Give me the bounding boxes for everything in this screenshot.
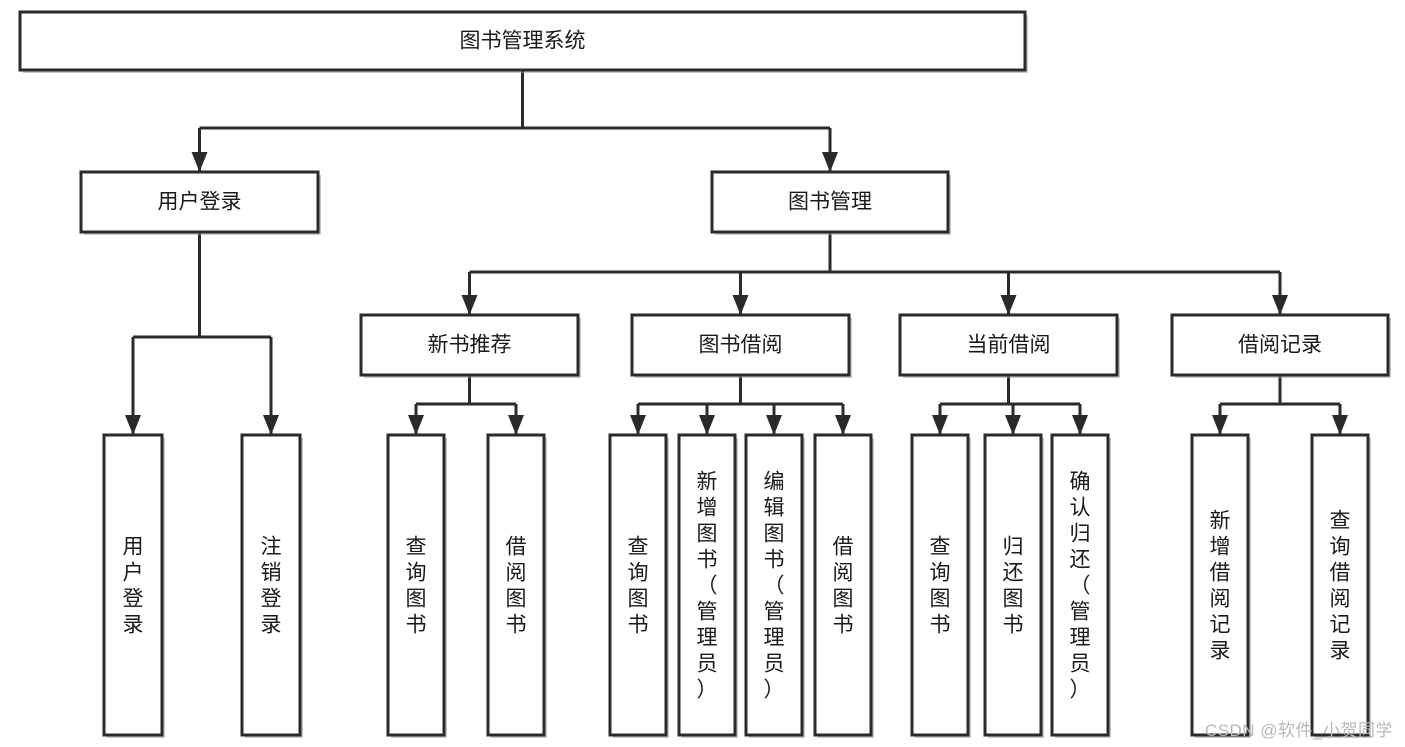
node-book-manage[interactable]: 图书管理	[710, 170, 951, 235]
arrow-head-icon	[699, 415, 715, 435]
node-label: 新书推荐	[428, 334, 512, 357]
arrow-head-icon	[1212, 415, 1228, 435]
node-leaf-return-book[interactable]: 归还图书	[983, 433, 1044, 738]
node-label: 借阅图书	[506, 535, 527, 636]
node-box[interactable]	[898, 313, 1119, 377]
node-leaf-borrow-book-1[interactable]: 借阅图书	[486, 433, 547, 738]
arrow-head-icon	[932, 415, 948, 435]
connector-lines-layer	[125, 70, 1348, 435]
node-label: 图书管理系统	[460, 30, 586, 53]
node-label: 确认归还（管理员）	[1070, 470, 1091, 701]
node-label: 用户登录	[123, 535, 144, 636]
node-user-login[interactable]: 用户登录	[79, 170, 321, 235]
node-label: 图书管理	[788, 191, 872, 214]
node-leaf-user-login[interactable]: 用户登录	[102, 433, 165, 738]
node-label: 当前借阅	[967, 334, 1051, 357]
node-leaf-query-book-1[interactable]: 查询图书	[386, 433, 447, 738]
node-label: 借阅图书	[833, 535, 854, 636]
node-leaf-confirm-return[interactable]: 确认归还（管理员）	[1050, 433, 1111, 738]
arrow-head-icon	[408, 415, 424, 435]
arrow-head-icon	[461, 295, 478, 315]
node-label: 新增图书（管理员）	[697, 470, 718, 701]
node-root-图书管理系统[interactable]: 图书管理系统	[18, 10, 1028, 73]
node-new-book-rec[interactable]: 新书推荐	[359, 313, 581, 378]
node-box[interactable]	[1170, 313, 1390, 377]
arrow-head-icon	[125, 415, 141, 435]
node-label: 查询图书	[406, 535, 427, 636]
node-box[interactable]	[1050, 433, 1110, 737]
node-box[interactable]	[102, 433, 164, 737]
node-label: 用户登录	[158, 191, 242, 214]
node-borrow-record[interactable]: 借阅记录	[1170, 313, 1391, 378]
node-label: 查询图书	[930, 535, 951, 636]
node-label: 借阅记录	[1238, 334, 1322, 357]
arrow-head-icon	[1272, 295, 1288, 315]
node-box[interactable]	[359, 313, 580, 377]
node-box[interactable]	[18, 10, 1027, 72]
node-leaf-borrow-book-2[interactable]: 借阅图书	[813, 433, 874, 738]
node-box[interactable]	[1190, 433, 1250, 737]
arrow-head-icon	[1005, 415, 1021, 435]
node-book-borrow[interactable]: 图书借阅	[630, 313, 852, 378]
node-leaf-add-record[interactable]: 新增借阅记录	[1190, 433, 1251, 738]
node-box[interactable]	[710, 170, 950, 234]
node-label: 新增借阅记录	[1210, 509, 1231, 662]
node-leaf-edit-book[interactable]: 编辑图书（管理员）	[744, 433, 805, 738]
node-label: 注销登录	[261, 535, 282, 636]
arrow-head-icon	[732, 295, 749, 315]
node-label: 图书借阅	[699, 334, 783, 357]
node-box[interactable]	[910, 433, 970, 737]
node-box[interactable]	[486, 433, 546, 737]
arrow-head-icon	[1072, 415, 1088, 435]
node-box[interactable]	[813, 433, 873, 737]
node-label: 编辑图书（管理员）	[764, 470, 785, 701]
node-current-borrow[interactable]: 当前借阅	[898, 313, 1120, 378]
arrow-head-icon	[1332, 415, 1348, 435]
node-box[interactable]	[1310, 433, 1370, 737]
arrow-head-icon	[835, 415, 851, 435]
node-box[interactable]	[79, 170, 320, 234]
node-box[interactable]	[744, 433, 804, 737]
node-leaf-query-record[interactable]: 查询借阅记录	[1310, 433, 1371, 738]
node-leaf-user-logout[interactable]: 注销登录	[240, 433, 303, 738]
arrow-head-icon	[1000, 295, 1017, 315]
node-boxes-layer: 图书管理系统用户登录图书管理新书推荐图书借阅当前借阅借阅记录用户登录注销登录查询…	[18, 10, 1391, 738]
arrow-head-icon	[263, 415, 279, 435]
node-leaf-query-book-2[interactable]: 查询图书	[608, 433, 669, 738]
arrow-head-icon	[630, 415, 646, 435]
node-box[interactable]	[630, 313, 851, 377]
node-leaf-add-book[interactable]: 新增图书（管理员）	[677, 433, 738, 738]
node-box[interactable]	[386, 433, 446, 737]
arrow-head-icon	[822, 152, 838, 172]
arrow-head-icon	[191, 152, 208, 172]
node-leaf-query-book-3[interactable]: 查询图书	[910, 433, 971, 738]
arrow-head-icon	[508, 415, 524, 435]
arrow-head-icon	[766, 415, 782, 435]
node-label: 查询图书	[628, 535, 649, 636]
node-box[interactable]	[240, 433, 302, 737]
node-label: 归还图书	[1003, 535, 1024, 636]
node-box[interactable]	[677, 433, 737, 737]
node-box[interactable]	[608, 433, 668, 737]
node-box[interactable]	[983, 433, 1043, 737]
node-label: 查询借阅记录	[1330, 509, 1351, 662]
